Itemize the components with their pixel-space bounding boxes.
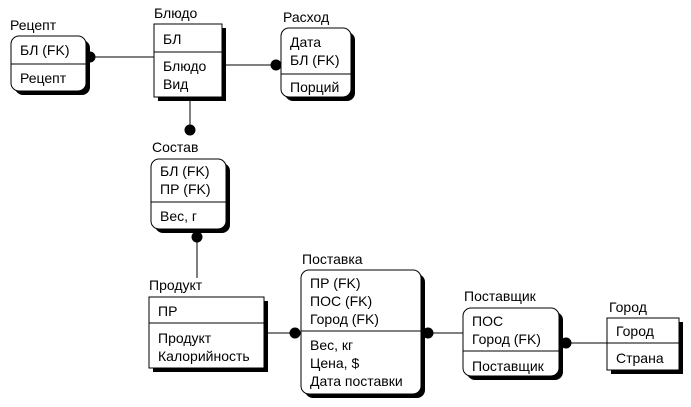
entity-title: Продукт <box>149 277 203 293</box>
entity-key: Дата <box>290 34 321 50</box>
entity-title: Состав <box>152 139 198 155</box>
entity-box <box>280 27 352 98</box>
entity-key: БЛ <box>163 31 181 47</box>
entity-key: Город (FK) <box>310 311 379 327</box>
entity-key: Город <box>616 323 654 339</box>
entity-attr: Калорийность <box>158 348 250 364</box>
entity-key: БЛ (FK) <box>20 42 69 58</box>
entity-produkt[interactable]: Продукт ПР Продукт Калорийность <box>148 277 268 372</box>
entity-title: Блюдо <box>154 5 198 21</box>
entity-gorod[interactable]: Город Город Страна <box>606 299 683 374</box>
entity-attr: Блюдо <box>163 58 207 74</box>
entity-attr: Вес, кг <box>310 337 353 353</box>
entity-attr: Вес, г <box>160 208 197 224</box>
entity-key: БЛ (FK) <box>160 163 209 179</box>
rel-produkt-sostav-dot <box>191 231 203 243</box>
entity-key: ПР (FK) <box>310 275 361 291</box>
entity-title: Поставка <box>302 251 363 267</box>
rel-bludo-sostav-dot <box>184 124 196 136</box>
entity-title: Город <box>609 299 647 315</box>
entity-attr: Страна <box>616 350 664 366</box>
entity-sostav[interactable]: Состав БЛ (FK) ПР (FK) Вес, г <box>150 139 230 233</box>
entity-key: БЛ (FK) <box>290 52 339 68</box>
entity-box <box>606 317 680 371</box>
entity-attr: Поставщик <box>472 358 545 374</box>
entity-attr: Вид <box>163 76 188 92</box>
entity-title: Поставщик <box>464 288 537 304</box>
entity-key: ПОС (FK) <box>310 293 372 309</box>
entity-key: Город (FK) <box>472 331 541 347</box>
entity-attr: Цена, $ <box>310 355 359 371</box>
entity-recept[interactable]: Рецепт БЛ (FK) Рецепт <box>10 17 90 95</box>
entity-box <box>150 158 227 230</box>
entity-box <box>462 307 560 377</box>
rel-produkt-postavka-dot <box>289 327 301 339</box>
entity-key: ПОС <box>472 313 503 329</box>
entity-rashod[interactable]: Расход Дата БЛ (FK) Порций <box>280 9 355 101</box>
entity-postavshik[interactable]: Поставщик ПОС Город (FK) Поставщик <box>462 288 563 380</box>
entity-box <box>153 23 223 98</box>
rel-bludo-rashod-dot <box>270 59 282 71</box>
entity-attr: Продукт <box>158 330 212 346</box>
entity-title: Рецепт <box>10 17 57 33</box>
entity-box <box>300 269 422 395</box>
entity-key: ПР (FK) <box>160 181 211 197</box>
entity-key: ПР <box>158 303 177 319</box>
entity-title: Расход <box>283 9 329 25</box>
entity-postavka[interactable]: Поставка ПР (FK) ПОС (FK) Город (FK) Вес… <box>300 251 425 398</box>
entity-attr: Дата поставки <box>310 373 403 389</box>
entity-attr: Порций <box>290 79 339 95</box>
entity-attr: Рецепт <box>20 70 67 86</box>
entity-bludo[interactable]: Блюдо БЛ Блюдо Вид <box>153 5 226 101</box>
entity-box <box>148 296 265 369</box>
